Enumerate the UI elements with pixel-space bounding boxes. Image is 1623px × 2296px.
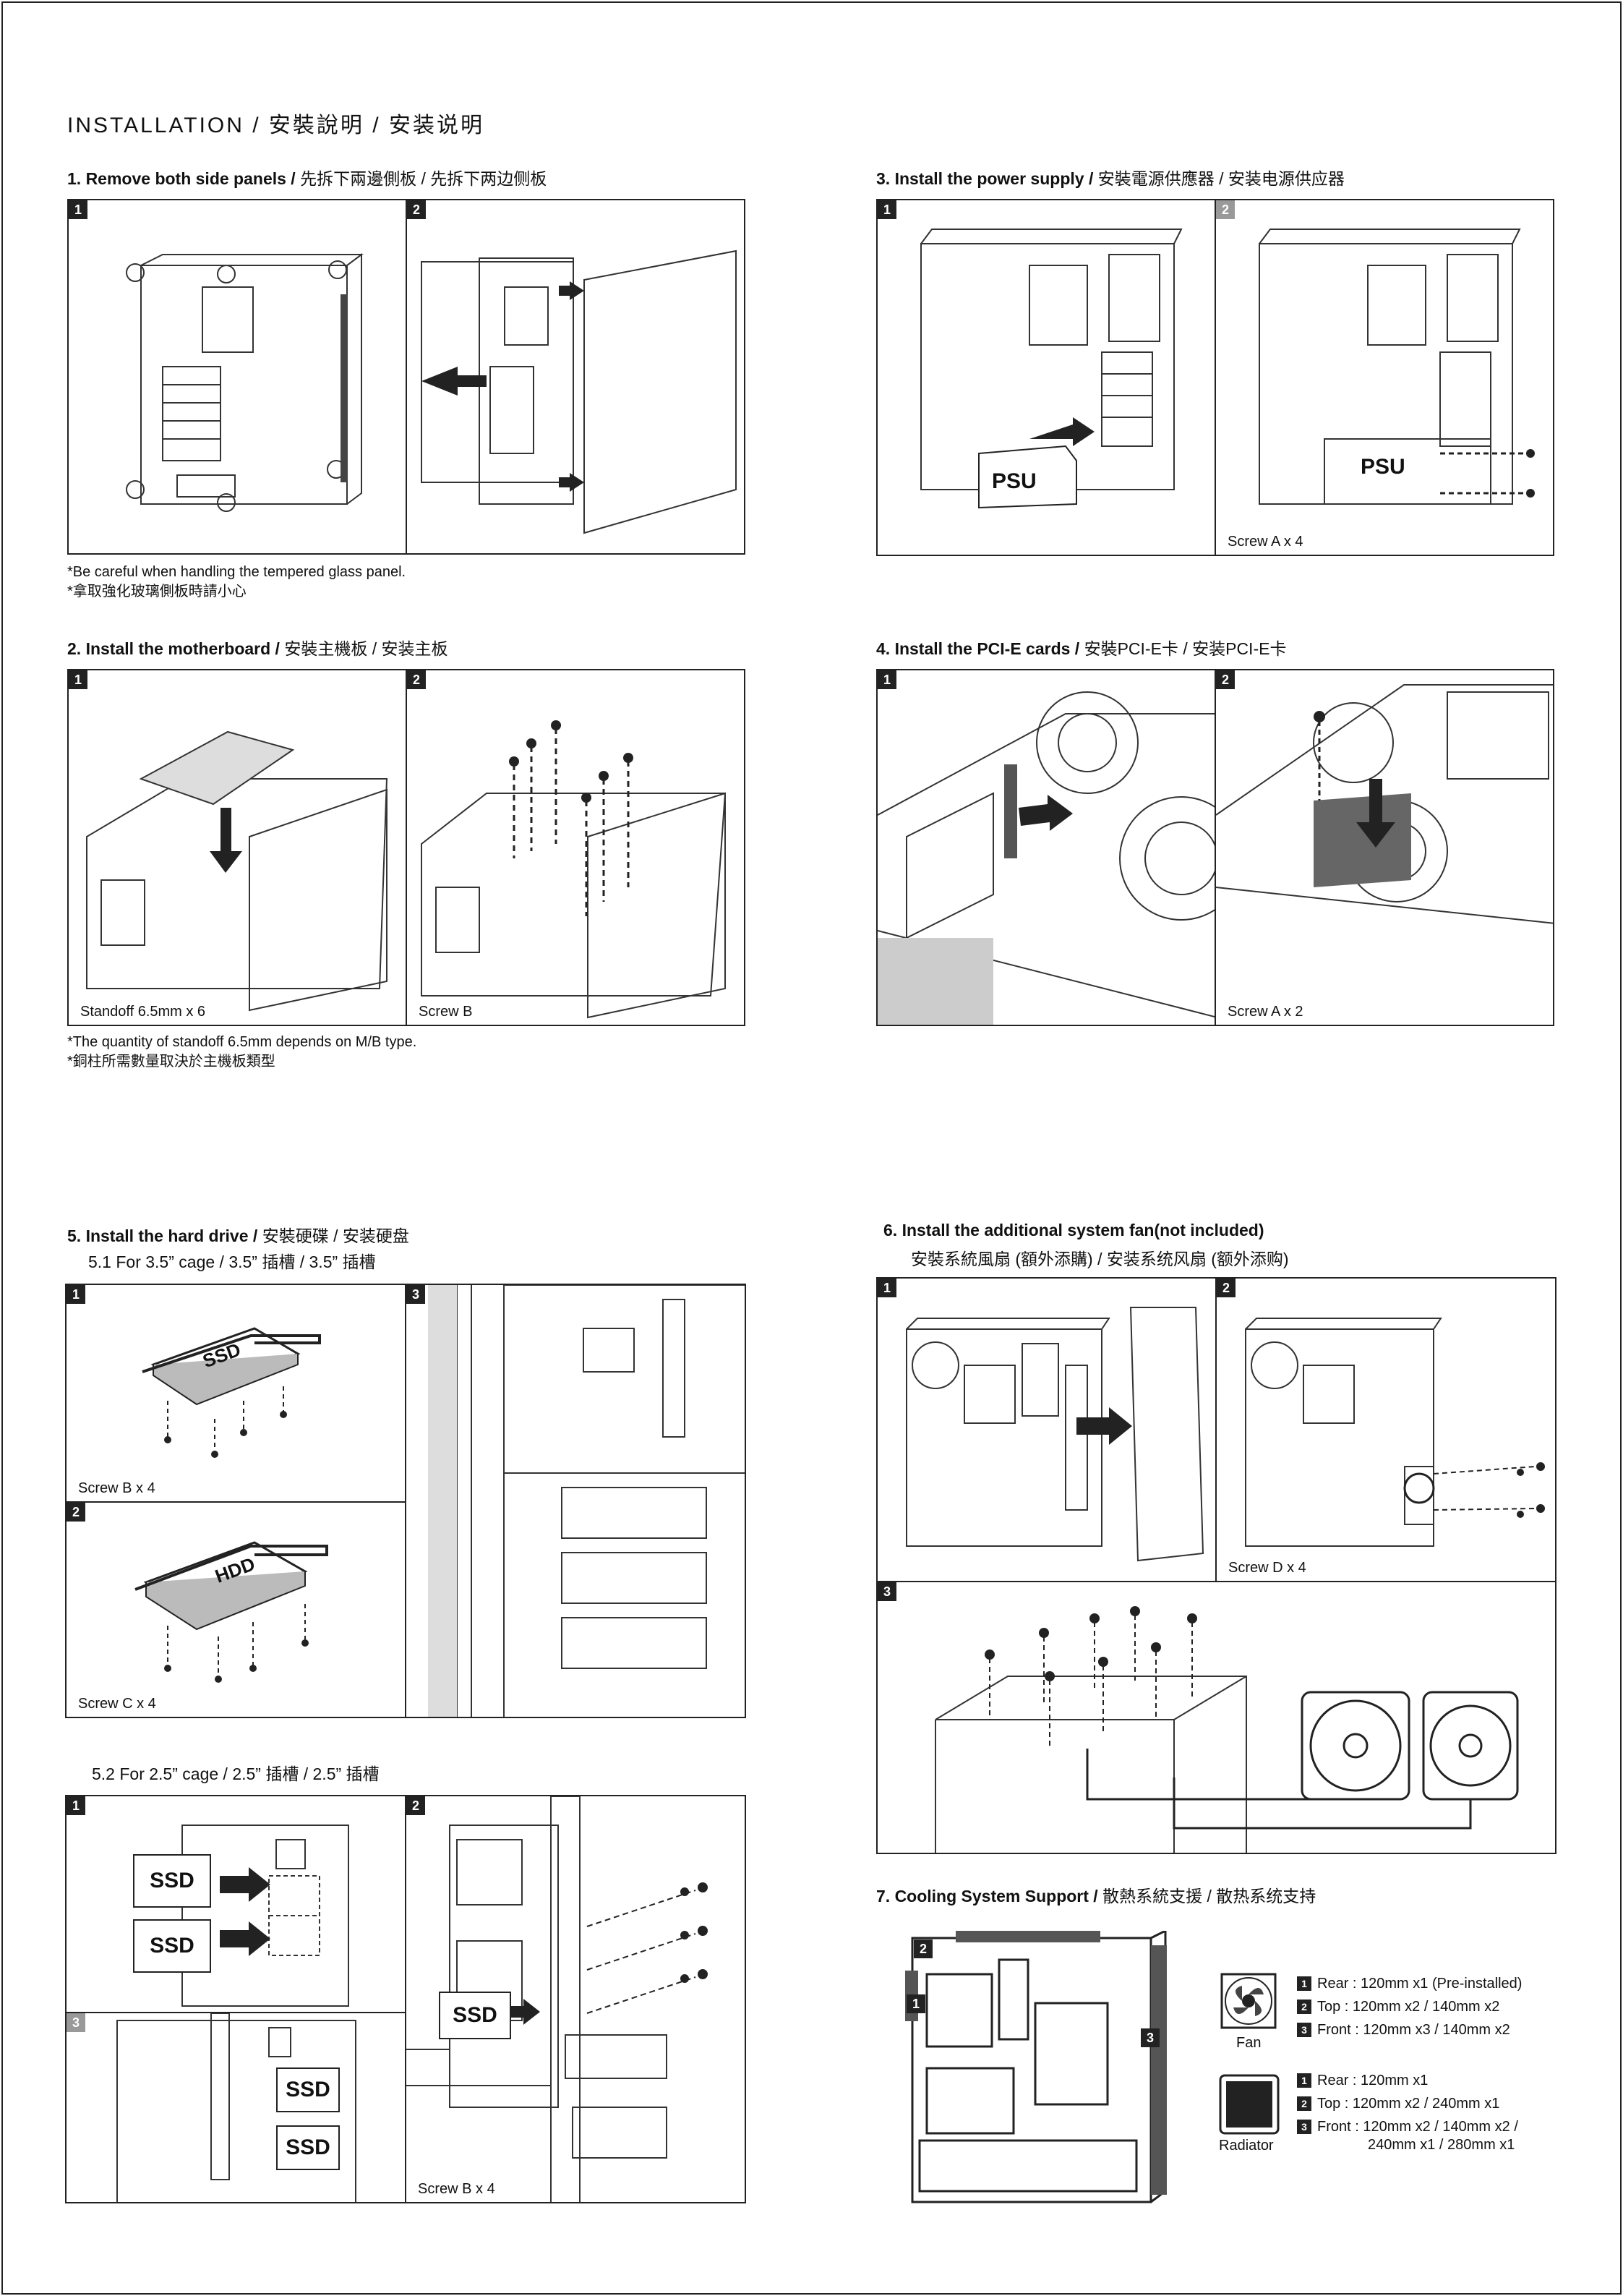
step-5-1-2-panel: 2 HDD Screw C x 4 (65, 1501, 406, 1718)
fan-icon (1220, 1973, 1277, 2029)
step-number: 1 (69, 670, 87, 689)
step-number: 1 (69, 200, 87, 219)
step-4-2-panel: 2 Screw A x 2 (1215, 669, 1554, 1026)
step-number: 2 (1217, 1279, 1236, 1297)
step-number: 2 (1216, 200, 1235, 219)
section-6-subtitle: 安裝系統風扇 (額外添購) / 安装系统风扇 (额外添购) (911, 1250, 1289, 1268)
section-5-1-subtitle: 5.1 For 3.5” cage / 3.5” 插槽 / 3.5” 插槽 (88, 1252, 376, 1271)
step-number: 1 (878, 1279, 896, 1297)
hdd-tray-illustration (134, 1541, 328, 1683)
psu-label: PSU (1361, 455, 1405, 479)
section-2-title: 2. Install the motherboard / 安裝主機板 / 安装主… (67, 639, 448, 658)
step-4-2-caption: Screw A x 2 (1226, 1004, 1305, 1020)
cooling-mark-1: 1 (907, 1994, 925, 2013)
step-6-2-caption: Screw D x 4 (1227, 1560, 1308, 1576)
pcie-illustration (878, 691, 1215, 1025)
ssd-box: SSD (439, 1992, 511, 2039)
step-number: 3 (406, 1285, 425, 1304)
step-3-2-panel: 2 PSU Screw A x 4 (1215, 199, 1554, 556)
step-3-1-panel: 1 PSU (876, 199, 1216, 556)
section-5-2-subtitle: 5.2 For 2.5” cage / 2.5” 插槽 / 2.5” 插槽 (92, 1764, 380, 1783)
step-6-1-panel: 1 (876, 1277, 1217, 1582)
motherboard-screws-illustration (421, 720, 727, 1019)
section-1-note: *Be careful when handling the tempered g… (67, 564, 406, 599)
step-6-2-panel: 2 Screw D x 4 (1215, 1277, 1556, 1582)
step-2-1-caption: Standoff 6.5mm x 6 (79, 1004, 207, 1020)
section-5-title: 5. Install the hard drive / 安裝硬碟 / 安装硬盘 (67, 1226, 409, 1245)
pcie-screw-illustration (1216, 684, 1553, 924)
step-2-1-panel: 1 Standoff 6.5mm x 6 (67, 669, 407, 1026)
ssd-cage-illustration (116, 2013, 356, 2202)
section-3-title: 3. Install the power supply / 安裝電源供應器 / … (876, 169, 1345, 188)
section-6-title: 6. Install the additional system fan(not… (883, 1221, 1264, 1239)
case-illustration (126, 253, 364, 512)
step-4-1-panel: 1 (876, 669, 1216, 1026)
section-7-title: 7. Cooling System Support / 散熱系統支援 / 散热系… (876, 1887, 1316, 1905)
cooling-mark-2: 2 (914, 1939, 933, 1958)
step-number: 3 (878, 1582, 896, 1601)
step-3-2-caption: Screw A x 4 (1226, 534, 1305, 550)
step-6-3-panel: 3 (876, 1581, 1556, 1854)
ssd-box-2: SSD (133, 1919, 211, 1973)
step-5-2-1-panel: 1 SSD SSD (65, 1795, 406, 2013)
step-5-1-3-panel: 3 (405, 1284, 746, 1718)
radiator-front-cont: 240mm x1 / 280mm x1 (1368, 2137, 1515, 2153)
step-5-2-2-panel: 2 SSD Screw B x 4 (405, 1795, 746, 2203)
step-5-1-1-caption: Screw B x 4 (77, 1480, 157, 1497)
page-title: INSTALLATION / 安裝說明 / 安装说明 (67, 114, 484, 137)
step-number: 1 (67, 1796, 85, 1815)
ssd-insert-illustration (181, 1825, 349, 2007)
step-1-2-panel: 2 (406, 199, 745, 555)
step-1-1-panel: 1 (67, 199, 407, 555)
psu-illustration (920, 229, 1183, 509)
ssd-slot-bottom: SSD (276, 2125, 340, 2170)
step-5-1-1-panel: 1 SSD Screw B x 4 (65, 1284, 406, 1503)
step-2-2-panel: 2 Screw B (406, 669, 745, 1026)
section-2-note: *The quantity of standoff 6.5mm depends … (67, 1034, 417, 1070)
motherboard-illustration (86, 730, 388, 1012)
psu-label: PSU (992, 469, 1037, 493)
step-number: 1 (878, 670, 896, 689)
fan-panel-illustration (906, 1307, 1204, 1562)
fan-screws-illustration (1245, 1318, 1545, 1547)
cooling-case-illustration (905, 1931, 1167, 2203)
step-number: 1 (878, 200, 896, 219)
radiator-icon (1219, 2074, 1280, 2135)
step-number: 2 (67, 1503, 85, 1522)
ssd-tray-illustration (142, 1327, 321, 1458)
radiator-label: Radiator (1219, 2138, 1274, 2154)
step-number: 2 (406, 1796, 425, 1815)
psu-screws-illustration (1259, 229, 1535, 505)
section-4-title: 4. Install the PCI-E cards / 安裝PCI-E卡 / … (876, 639, 1287, 658)
top-fan-illustration (935, 1606, 1519, 1853)
section-1-title: 1. Remove both side panels / 先拆下兩邊側板 / 先… (67, 169, 547, 188)
step-number: 1 (67, 1285, 85, 1304)
step-number: 2 (1216, 670, 1235, 689)
step-5-2-2-caption: Screw B x 4 (416, 2181, 497, 2198)
cooling-mark-3: 3 (1141, 2028, 1160, 2047)
ssd-slot-top: SSD (276, 2067, 340, 2112)
step-5-1-2-caption: Screw C x 4 (77, 1696, 158, 1712)
case-illustration (421, 249, 737, 534)
step-number: 2 (407, 200, 426, 219)
step-2-2-caption: Screw B (417, 1004, 474, 1020)
step-number: 2 (407, 670, 426, 689)
step-number: 3 (67, 2013, 85, 2032)
ssd-box-1: SSD (133, 1854, 211, 1908)
fan-label: Fan (1236, 2035, 1262, 2051)
drive-cage-illustration (428, 1285, 745, 1717)
